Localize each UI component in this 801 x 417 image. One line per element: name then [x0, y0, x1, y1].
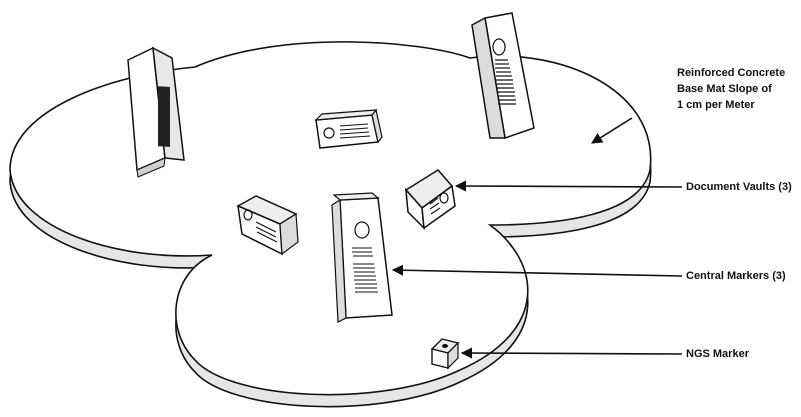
- base-mat-top: [9, 41, 652, 396]
- monolith-left: [127, 46, 185, 178]
- ngs-marker-label: NGS Marker: [686, 348, 749, 360]
- monolith-right: [471, 12, 535, 139]
- base-mat-label: Reinforced Concrete Base Mat Slope of 1 …: [677, 65, 785, 113]
- central-marker-front: [331, 192, 393, 323]
- central-markers-label: Central Markers (3): [686, 270, 786, 282]
- base-mat-label-line-1: Reinforced Concrete: [677, 67, 786, 79]
- base-mat-label-line-2: Base Mat Slope of: [677, 83, 772, 95]
- arrow-document-vaults: [454, 180, 683, 192]
- document-vault-left: [236, 195, 299, 256]
- document-vault-top: [314, 108, 383, 149]
- ngs-marker-cube: [430, 338, 460, 370]
- base-mat-slab: [9, 41, 652, 408]
- leader-arrows: [391, 117, 683, 359]
- arrow-ngs-marker: [460, 347, 683, 359]
- arrow-central-markers: [391, 264, 683, 277]
- arrow-base-mat: [591, 117, 633, 144]
- document-vaults-label: Document Vaults (3): [686, 181, 792, 193]
- document-vault-right: [404, 169, 456, 231]
- base-mat-label-line-3: 1 cm per Meter: [677, 99, 755, 111]
